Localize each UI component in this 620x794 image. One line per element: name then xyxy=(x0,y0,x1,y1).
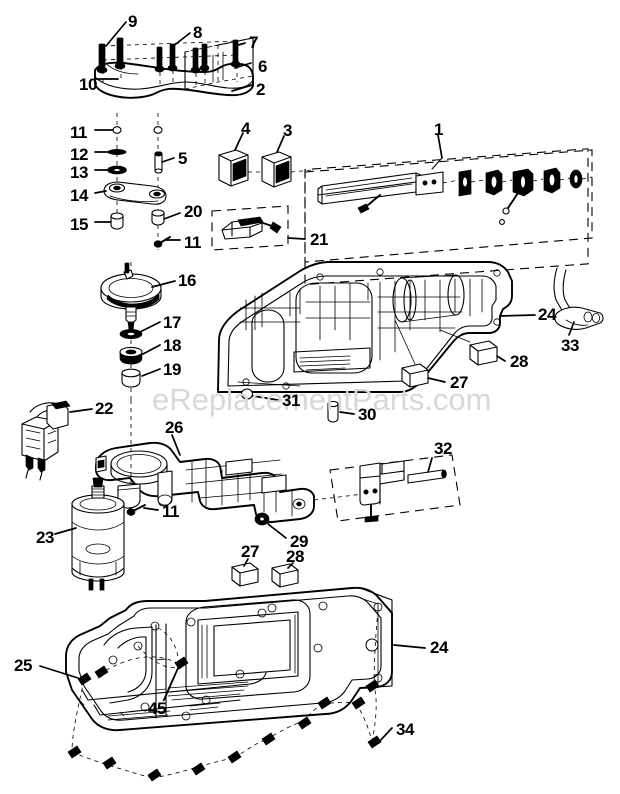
callout-19: 19 xyxy=(163,360,181,379)
housing-screws xyxy=(39,609,393,782)
callout-26: 26 xyxy=(165,418,183,437)
motor-23 xyxy=(54,477,125,591)
pin-11-lower xyxy=(126,504,159,516)
bumper-28-upper xyxy=(469,340,506,366)
callout-4: 4 xyxy=(241,119,250,138)
blade-clamp-kit-box xyxy=(211,205,306,251)
pin-11b xyxy=(153,126,163,134)
spindle-cam xyxy=(485,169,503,196)
callout-45: 45 xyxy=(148,699,166,718)
callout-8: 8 xyxy=(193,23,202,42)
led-bracket xyxy=(359,460,447,523)
housing-half-left xyxy=(65,586,426,732)
callout-15: 15 xyxy=(70,215,88,234)
bushing-19 xyxy=(121,368,141,388)
callout-29: 29 xyxy=(290,532,308,551)
callout-32: 32 xyxy=(434,439,452,458)
callout-7: 7 xyxy=(249,33,258,52)
spindle-bearing xyxy=(512,168,534,197)
bushing-30 xyxy=(327,400,355,423)
bearing-18 xyxy=(119,346,143,365)
pin-31 xyxy=(240,388,279,401)
spindle-washer-b xyxy=(569,169,583,189)
callout-9: 9 xyxy=(128,12,137,31)
callout-17: 17 xyxy=(163,313,181,332)
spindle-assembly-box xyxy=(304,134,593,286)
brush-blocks xyxy=(218,132,313,188)
connecting-link-14 xyxy=(103,181,167,205)
callout-33: 33 xyxy=(561,336,579,355)
washer-12 xyxy=(107,149,127,155)
callout-23: 23 xyxy=(36,528,54,547)
callout-28-a: 28 xyxy=(510,352,528,371)
callout-20: 20 xyxy=(184,202,202,221)
callout-25: 25 xyxy=(14,656,32,675)
gear-counterweight-stack xyxy=(100,262,176,520)
callout-27-b: 27 xyxy=(241,542,259,561)
bushing-15 xyxy=(110,212,124,230)
callout-24-b: 24 xyxy=(430,638,448,657)
pin-11c xyxy=(153,236,171,248)
washer-17 xyxy=(119,329,143,339)
screw-9 xyxy=(96,37,126,74)
callout-5: 5 xyxy=(178,149,187,168)
left-parts-column xyxy=(94,113,181,250)
spindle-ram xyxy=(317,171,444,214)
washer-29 xyxy=(254,512,287,539)
housing-half-right xyxy=(217,261,536,393)
screw-8 xyxy=(154,43,178,73)
switch-22 xyxy=(21,400,93,481)
callout-13: 13 xyxy=(70,163,88,182)
shoe-assembly-group xyxy=(94,21,254,99)
callout-14: 14 xyxy=(70,186,88,205)
callout-30: 30 xyxy=(358,405,376,424)
bumper-27-lower xyxy=(231,558,259,587)
callout-24-a: 24 xyxy=(538,305,556,324)
callout-31: 31 xyxy=(282,391,300,410)
bumper-27-upper xyxy=(394,319,471,388)
callout-12: 12 xyxy=(70,145,88,164)
spindle-washer-a xyxy=(543,167,561,194)
trigger-lever-33 xyxy=(553,267,604,336)
callout-18: 18 xyxy=(163,336,181,355)
callout-21: 21 xyxy=(310,230,328,249)
callout-10: 10 xyxy=(79,75,97,94)
watermark: eReplacementParts.com xyxy=(152,382,492,417)
screw-7 xyxy=(190,39,241,74)
gear-16 xyxy=(100,262,162,331)
spindle-plate xyxy=(458,169,472,197)
brush-block-3 xyxy=(261,151,292,188)
bumper-28-lower xyxy=(271,562,299,588)
callout-34: 34 xyxy=(396,720,414,739)
callout-11-a: 11 xyxy=(70,123,87,142)
pin-5 xyxy=(154,151,163,174)
callout-1: 1 xyxy=(434,120,443,139)
gear-case-26 xyxy=(95,434,381,524)
callout-11-c: 11 xyxy=(162,502,179,521)
callout-2: 2 xyxy=(256,80,265,99)
callout-11-b: 11 xyxy=(184,233,201,252)
callout-16: 16 xyxy=(178,271,196,290)
callout-28-b: 28 xyxy=(286,547,304,566)
callout-3: 3 xyxy=(283,121,292,140)
bushing-20 xyxy=(151,209,165,226)
pin-11a xyxy=(112,126,122,134)
led-kit-32-box xyxy=(329,454,461,523)
callout-27-a: 27 xyxy=(450,373,468,392)
brush-block-4 xyxy=(218,149,249,187)
blade-clamp xyxy=(221,216,282,240)
callout-22: 22 xyxy=(95,399,113,418)
callout-6: 6 xyxy=(258,57,267,76)
